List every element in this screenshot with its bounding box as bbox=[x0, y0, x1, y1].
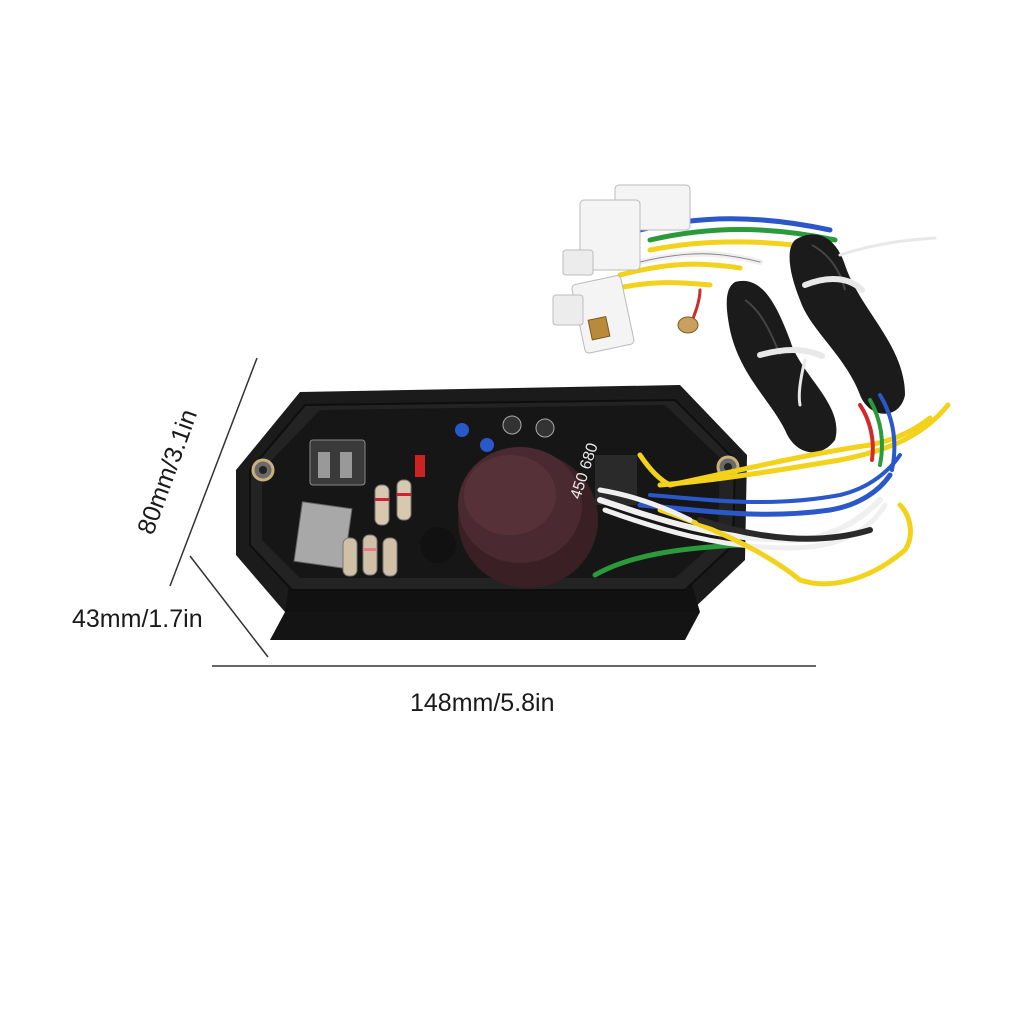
depth-dimension-label: 43mm/1.7in bbox=[72, 605, 203, 633]
resistors bbox=[342, 479, 412, 577]
dimension-lines bbox=[169, 357, 816, 667]
circuit-components bbox=[293, 415, 637, 577]
capacitor bbox=[458, 447, 598, 588]
height-dimension-line bbox=[169, 357, 258, 587]
white-connectors bbox=[552, 184, 699, 354]
width-dimension-label: 148mm/5.8in bbox=[410, 689, 555, 717]
wire-harness-lower bbox=[592, 393, 951, 587]
depth-dimension-line bbox=[189, 555, 269, 658]
